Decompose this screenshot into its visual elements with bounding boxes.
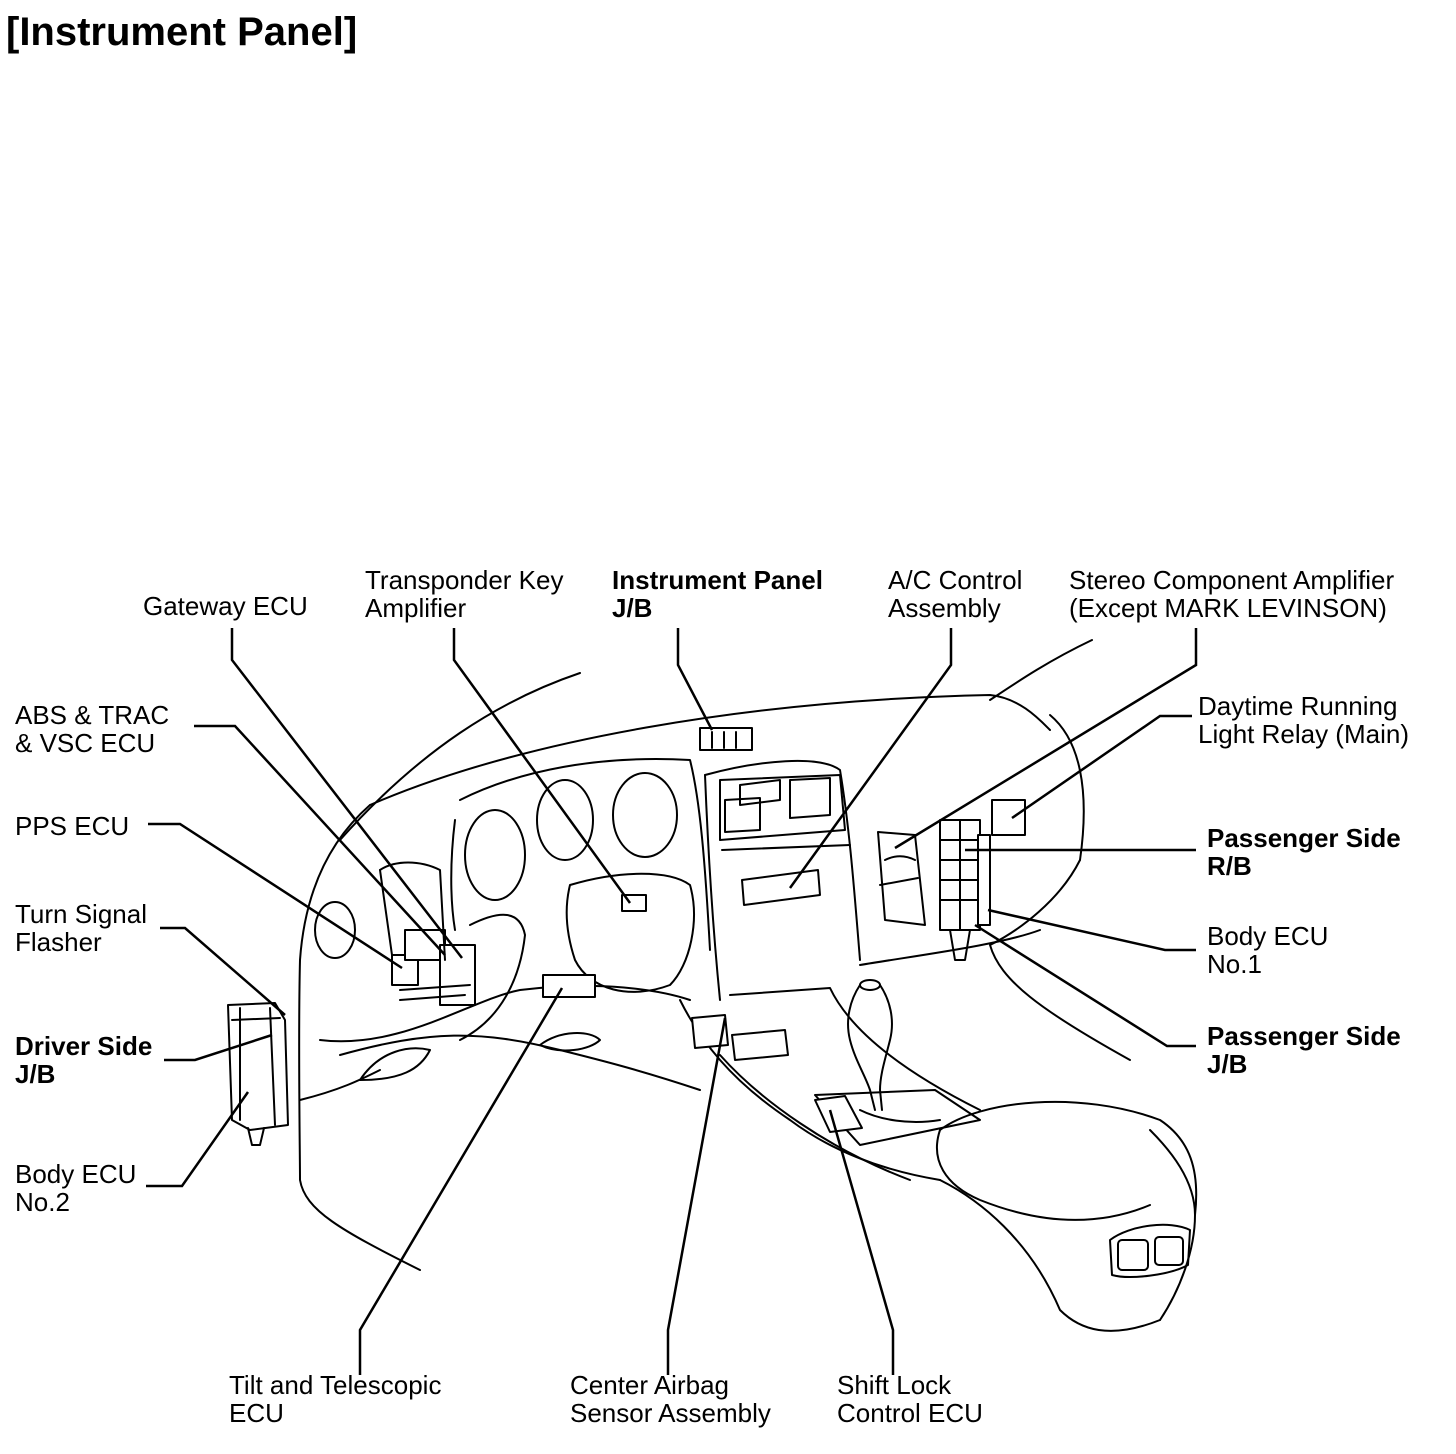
- label-tilt-telescopic-ecu: Tilt and Telescopic ECU: [229, 1370, 442, 1428]
- leader-gateway-ecu: [230, 628, 463, 959]
- label-abs-trac-vsc-ecu: ABS & TRAC & VSC ECU: [15, 700, 170, 758]
- leader-lines: [146, 628, 1198, 1375]
- label-shift-lock-control-ecu: Shift Lock Control ECU: [837, 1370, 983, 1428]
- leader-instrument-jb: [676, 628, 714, 731]
- label-stereo-component-amplifier: Stereo Component Amplifier (Except MARK …: [1069, 565, 1395, 623]
- label-instrument-panel-jb: Instrument Panel J/B: [612, 565, 823, 623]
- label-daytime-running-light-relay: Daytime Running Light Relay (Main): [1198, 691, 1409, 749]
- leader-driver-jb: [164, 1033, 273, 1062]
- label-center-airbag-sensor: Center Airbag Sensor Assembly: [570, 1370, 771, 1428]
- components: [227, 727, 1026, 1146]
- page-title: [Instrument Panel]: [6, 10, 358, 54]
- leader-tilt-ecu: [358, 987, 564, 1375]
- label-body-ecu-no2: Body ECU No.2: [15, 1159, 137, 1217]
- label-passenger-side-jb: Passenger Side J/B: [1207, 1021, 1401, 1079]
- leader-transponder: [452, 628, 632, 904]
- label-pps-ecu: PPS ECU: [15, 811, 130, 841]
- leader-drl-relay: [1011, 714, 1192, 820]
- leader-stereo-amp: [894, 628, 1198, 850]
- leader-turn-flasher: [160, 926, 286, 1016]
- label-transponder-key-amplifier: Transponder Key Amplifier: [365, 565, 564, 623]
- label-ac-control-assembly: A/C Control Assembly: [888, 565, 1023, 623]
- leader-ac-control: [788, 628, 953, 889]
- leader-pass-jb: [974, 923, 1196, 1048]
- label-turn-signal-flasher: Turn Signal Flasher: [15, 899, 147, 957]
- dashboard-outline: [298, 639, 1198, 1332]
- label-gateway-ecu: Gateway ECU: [143, 591, 308, 621]
- label-passenger-side-rb: Passenger Side R/B: [1207, 823, 1401, 881]
- leader-body-ecu2: [146, 1091, 250, 1188]
- label-body-ecu-no1: Body ECU No.1: [1207, 921, 1329, 979]
- leader-airbag: [666, 1017, 727, 1375]
- leader-body-ecu1: [987, 908, 1196, 952]
- leader-pps-ecu: [148, 822, 403, 970]
- leader-abs-ecu: [194, 724, 446, 956]
- leader-shift-lock: [828, 1109, 895, 1375]
- label-driver-side-jb: Driver Side J/B: [15, 1031, 153, 1089]
